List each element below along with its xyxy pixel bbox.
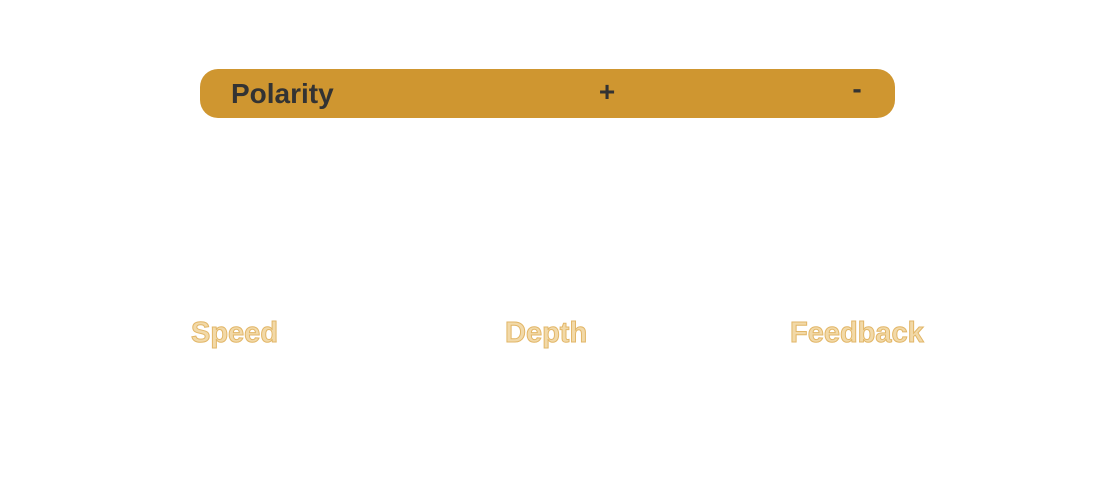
speed-label: Speed	[190, 317, 279, 350]
polarity-plus-button[interactable]: +	[598, 76, 616, 107]
polarity-label: Polarity	[231, 78, 334, 109]
feedback-label: Feedback	[790, 317, 925, 350]
depth-label: Depth	[504, 317, 588, 350]
polarity-minus-button[interactable]: -	[852, 73, 862, 104]
polarity-bar: Polarity + -	[200, 69, 895, 118]
